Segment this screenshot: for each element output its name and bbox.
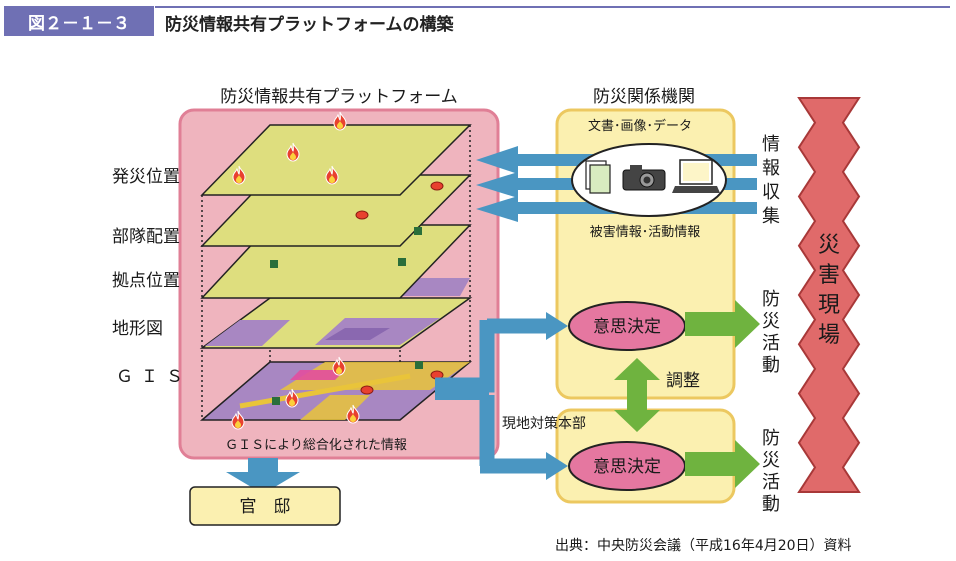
info-collect-char: 報 <box>762 158 780 179</box>
disaster-site-shape <box>797 97 861 493</box>
decision-lower-label: 意思決定 <box>593 457 661 477</box>
activity-arrow-lower <box>685 440 760 488</box>
activity-lower-char: 防 <box>762 428 780 449</box>
figure-title: 防災情報共有プラットフォームの構築 <box>165 15 454 35</box>
adjust-label: 調整 <box>666 371 700 391</box>
platform-title: 防災情報共有プラットフォーム <box>220 87 458 107</box>
info-collect-char: 集 <box>762 206 780 227</box>
disaster-location-layer <box>200 124 472 196</box>
layer-label: ＧＩＳ <box>116 367 191 387</box>
disaster-site-char: 害 <box>818 263 840 288</box>
kantei-label: 官 邸 <box>240 497 291 517</box>
activity-lower-char: 動 <box>762 494 780 515</box>
activity-lower-char: 活 <box>762 472 780 493</box>
decision-flow-arrows <box>435 312 568 480</box>
agency-title: 防災関係機関 <box>593 87 695 107</box>
layer-label: 部隊配置 <box>112 227 180 247</box>
integrated-caption: ＧＩＳにより総合化された情報 <box>225 438 407 453</box>
activity-lower-char: 災 <box>762 450 780 471</box>
layer-label: 拠点位置 <box>112 271 180 291</box>
document-icon <box>585 160 611 194</box>
info-collect-char: 収 <box>762 182 780 203</box>
activity-upper-char: 防 <box>762 289 780 310</box>
damage-info-label: 被害情報･活動情報 <box>590 224 701 240</box>
layer-stack <box>199 124 473 421</box>
activity-upper-char: 動 <box>762 355 780 376</box>
activity-upper-char: 活 <box>762 333 780 354</box>
media-label: 文書･画像･データ <box>588 118 692 134</box>
activity-upper-char: 災 <box>762 311 780 332</box>
decision-upper-label: 意思決定 <box>593 317 661 337</box>
figure-number-badge: 図２－１－３ <box>4 6 154 36</box>
layer-label: 地形図 <box>112 319 163 339</box>
down-arrow <box>226 458 300 494</box>
disaster-site-char: 場 <box>818 323 840 348</box>
camera-icon <box>622 165 666 191</box>
header-rule <box>155 6 950 8</box>
layer-label: 発災位置 <box>112 167 180 187</box>
field-hq-label: 現地対策本部 <box>502 415 586 432</box>
adjust-arrow <box>614 358 660 432</box>
disaster-site-char: 現 <box>818 293 840 318</box>
source-note: 出典：中央防災会議（平成16年4月20日）資料 <box>555 537 852 554</box>
activity-arrow-upper <box>685 300 760 348</box>
info-collect-char: 情 <box>762 134 780 155</box>
computer-icon <box>672 159 720 193</box>
kantei-box <box>189 486 341 526</box>
disaster-site-char: 災 <box>818 233 840 258</box>
